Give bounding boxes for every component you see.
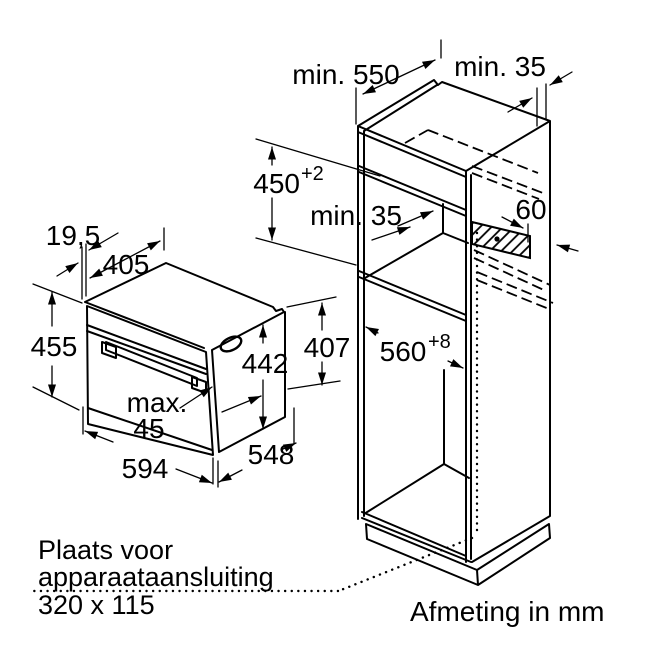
dotted-leader <box>31 231 479 593</box>
dim-niche-depth <box>355 39 442 125</box>
vent-hatch <box>471 220 531 260</box>
oven-handle <box>105 341 198 387</box>
label-rear-top-clearance: min. 35 <box>454 51 546 82</box>
label-niche-width-tolerance: +8 <box>428 331 451 353</box>
connection-space-note: Plaats voor apparaataansluiting 320 x 11… <box>38 535 274 620</box>
oven-drawing <box>84 262 286 456</box>
cabinet-interior <box>363 203 470 515</box>
dim-top-depth <box>89 227 165 279</box>
label-side-height: 442 <box>242 348 289 379</box>
label-vent-gap: min. 35 <box>310 200 402 231</box>
label-top-depth: 405 <box>103 249 150 280</box>
dim-rear-top-clearance <box>507 71 573 127</box>
oven-door-lines <box>86 324 213 451</box>
label-depth: 548 <box>248 439 295 470</box>
label-vent-channel: 60 <box>515 194 546 225</box>
dim-rear-height <box>286 296 341 390</box>
dimension-lines <box>32 39 579 488</box>
dim-niche-width <box>365 326 464 369</box>
cabinet-shelves <box>357 131 472 563</box>
dimension-labels: min. 550 min. 35 450 +2 min. 35 60 560 +… <box>31 51 547 484</box>
cabinet-outline <box>357 79 551 563</box>
dim-vent-channel <box>501 216 529 243</box>
label-width: 594 <box>122 453 169 484</box>
oven-body <box>84 262 286 456</box>
units-caption: Afmeting in mm <box>410 596 605 627</box>
label-front-height: 455 <box>31 331 78 362</box>
dim-front-height <box>32 283 83 411</box>
dim-width <box>82 406 214 485</box>
dim-vent-gap <box>371 210 434 241</box>
label-niche-depth: min. 550 <box>292 59 399 90</box>
connection-note-line2: apparaataansluiting <box>38 562 274 592</box>
label-door-protrusion-max: max. <box>127 387 188 418</box>
label-niche-height: 450 <box>253 168 300 199</box>
label-front-overhang: 19,5 <box>46 220 101 251</box>
hidden-vent-lines <box>404 129 554 310</box>
oven-side-grip <box>219 335 243 353</box>
label-door-protrusion-value: 45 <box>133 413 164 444</box>
connection-note-line1: Plaats voor <box>38 535 173 565</box>
oven-handle-bracket-left <box>101 341 117 359</box>
vent-dot <box>494 236 500 242</box>
dim-depth <box>217 407 297 488</box>
connection-note-line3: 320 x 115 <box>38 590 155 620</box>
label-rear-height: 407 <box>304 332 351 363</box>
label-niche-height-tolerance: +2 <box>301 163 324 185</box>
label-niche-width: 560 <box>380 336 427 367</box>
cabinet-drawing <box>357 79 551 586</box>
dim-door-protrusion <box>179 386 262 413</box>
dim-niche-height <box>255 138 381 266</box>
cabinet-plinth <box>365 523 551 586</box>
wall-pointer-arrow <box>556 244 579 253</box>
